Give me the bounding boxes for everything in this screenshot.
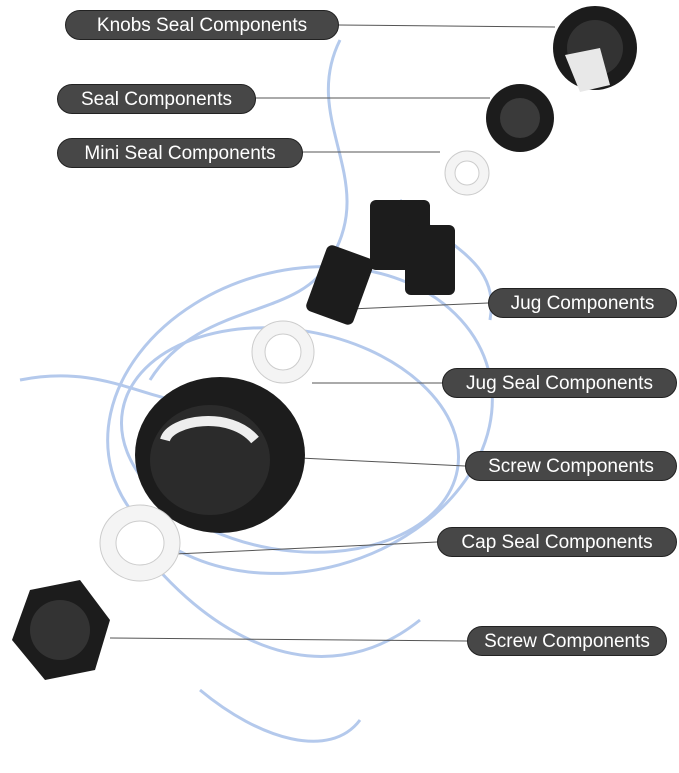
cap-seal-part [99, 504, 181, 582]
screw-cap-part [135, 377, 305, 533]
label-jug-components: Jug Components [488, 288, 677, 318]
label-knobs-seal-components: Knobs Seal Components [65, 10, 339, 40]
hex-nut-part [12, 580, 110, 680]
label-screw-components-nut: Screw Components [467, 626, 667, 656]
jug-seal-part [251, 320, 315, 384]
seal-nut-part [486, 84, 554, 152]
label-jug-seal-components: Jug Seal Components [442, 368, 677, 398]
label-mini-seal-components: Mini Seal Components [57, 138, 303, 168]
label-cap-seal-components: Cap Seal Components [437, 527, 677, 557]
mini-seal-part [444, 150, 490, 196]
jug-spigot-part [306, 200, 455, 325]
label-screw-components: Screw Components [465, 451, 677, 481]
leader-lines [109, 24, 556, 642]
label-seal-components: Seal Components [57, 84, 256, 114]
knob-seal-part [553, 6, 637, 92]
